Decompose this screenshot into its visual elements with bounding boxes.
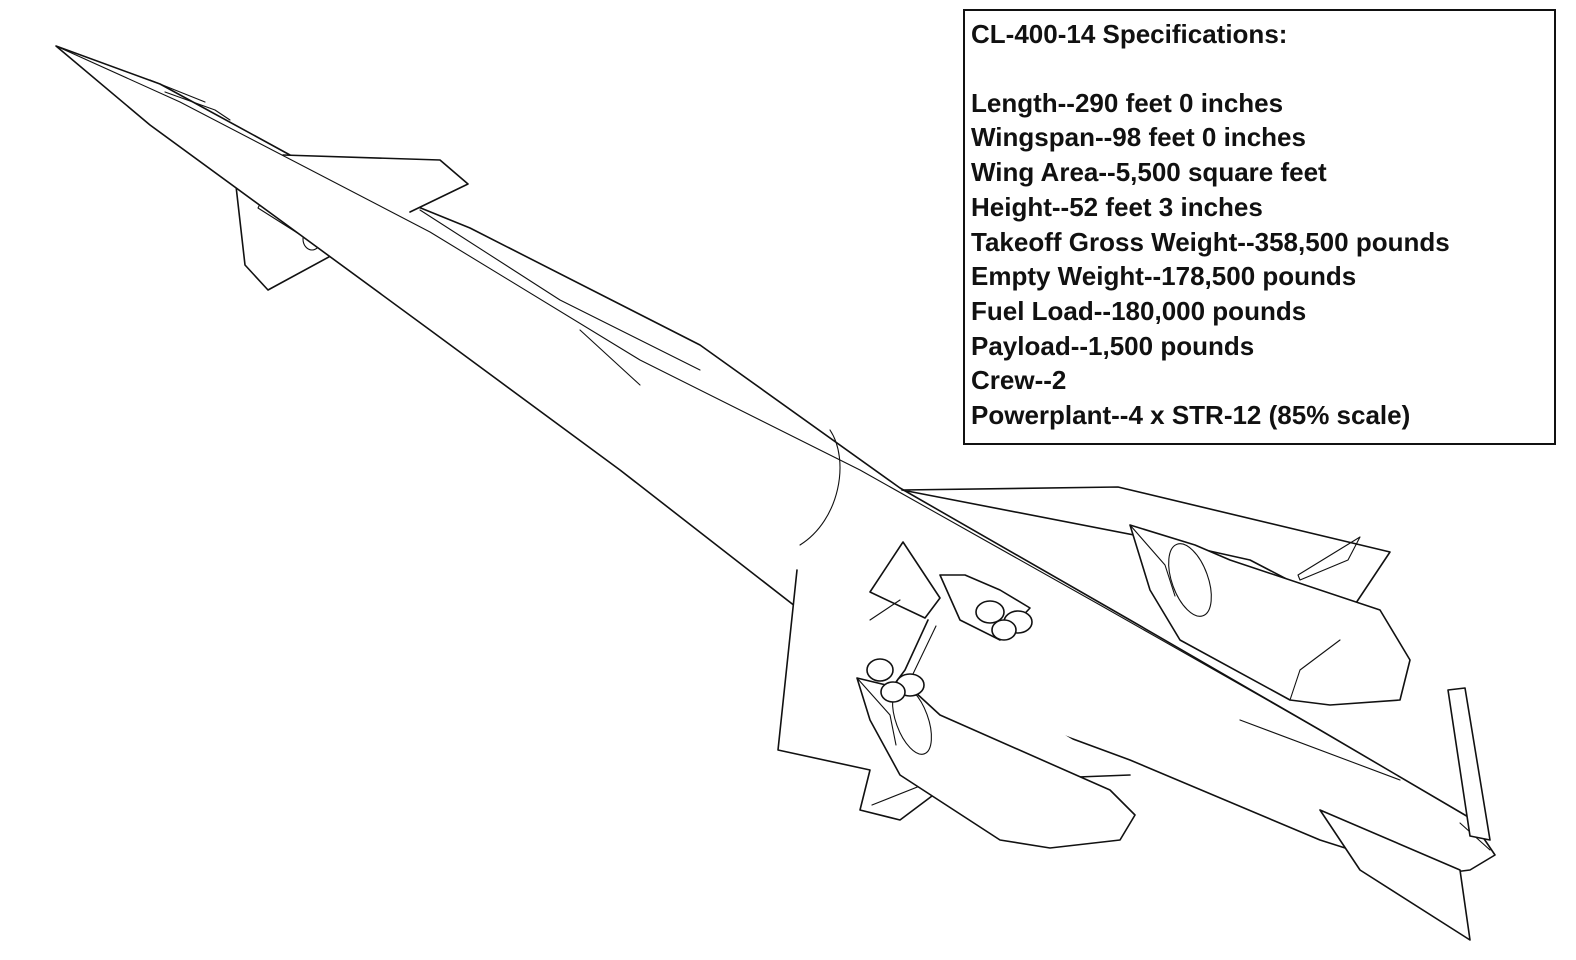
- spec-item-length: Length--290 feet 0 inches: [971, 87, 1284, 118]
- spec-item-wing-area: Wing Area--5,500 square feet: [971, 157, 1327, 188]
- spec-item-powerplant: Powerplant--4 x STR-12 (85% scale): [971, 400, 1411, 431]
- spec-item-fuel-load: Fuel Load--180,000 pounds: [971, 295, 1307, 326]
- spec-item-wingspan: Wingspan--98 feet 0 inches: [971, 122, 1306, 153]
- specifications-title: CL-400-14 Specifications:: [971, 19, 1288, 49]
- spec-item-takeoff-gross-weight: Takeoff Gross Weight--358,500 pounds: [971, 226, 1450, 257]
- engine-nacelle-right: [1129, 524, 1411, 706]
- specifications-list: Length--290 feet 0 inches Wingspan--98 f…: [971, 86, 1548, 433]
- tail-fin: [1319, 687, 1491, 941]
- spec-item-payload: Payload--1,500 pounds: [971, 330, 1255, 361]
- fuselage: [55, 45, 1496, 876]
- specifications-box: CL-400-14 Specifications: Length--290 fe…: [963, 9, 1556, 445]
- spec-item-empty-weight: Empty Weight--178,500 pounds: [971, 261, 1357, 292]
- engine-nacelle-left: [856, 677, 1136, 849]
- landing-gear: [866, 541, 1033, 703]
- spec-item-height: Height--52 feet 3 inches: [971, 191, 1263, 222]
- spec-item-crew: Crew--2: [971, 365, 1067, 396]
